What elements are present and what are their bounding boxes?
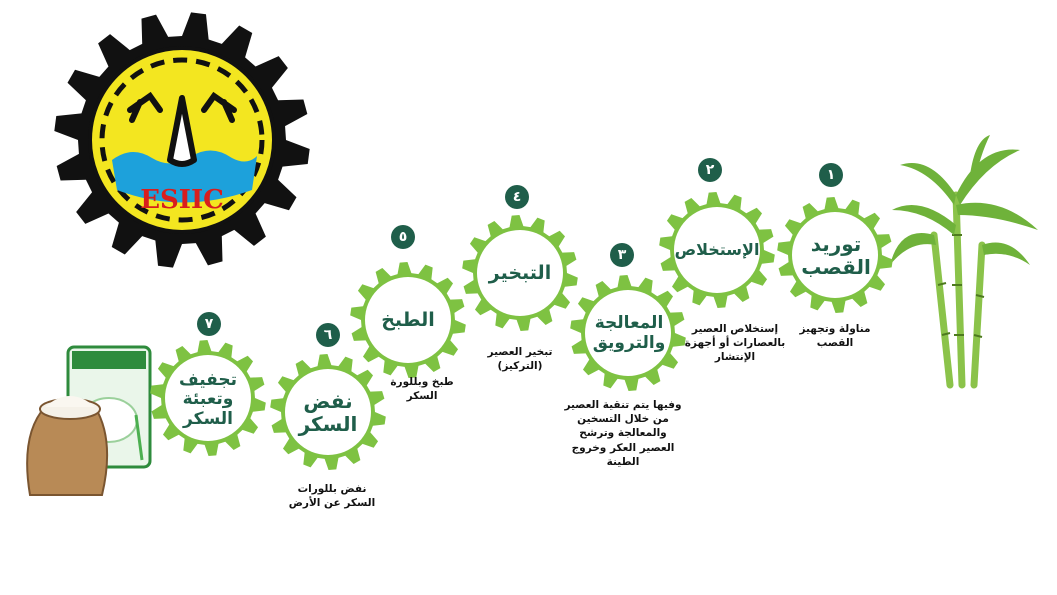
step-gear-3 [570,275,686,391]
step-gear-5 [350,262,466,378]
step-title-1: توريد القصب [801,232,871,279]
step-description-1: مناولة وتجهيز القصب [799,323,871,350]
step-title-3: المعالجة والترويق [592,313,666,353]
step-title-5: الطبخ [381,309,435,332]
step-title-4: التبخير [488,262,552,285]
step-number-3: ٣ [610,243,634,267]
step-gear-1 [777,197,893,313]
sugar-cane-image [890,135,1040,390]
esiic-logo: ESIIC [52,10,312,270]
step-description-6: نفض بللورات السكر عن الأرض [288,483,376,510]
step-gear-6 [270,354,386,470]
step-title-6: نفض السكر [298,389,358,436]
step-description-5: طبخ وبللورة السكر [390,376,454,403]
sugar-bag-image [20,345,155,500]
step-number-1: ١ [819,163,843,187]
step-number-7: ٧ [197,312,221,336]
logo-text: ESIIC [140,185,224,215]
step-description-4: تبخير العصير (التركيز) [487,346,553,373]
step-number-6: ٦ [316,323,340,347]
step-number-2: ٢ [698,158,722,182]
step-number-4: ٤ [505,185,529,209]
step-number-5: ٥ [391,225,415,249]
step-gear-7 [150,340,266,456]
logo-gear-icon: ESIIC [54,12,310,268]
step-title-7: تجفيف وتعبئة السكر [178,369,238,429]
step-description-3: وفيها يتم تنقية العصير من خلال التسخين و… [564,399,682,468]
step-gear-2 [659,192,775,308]
step-title-2: الإستخلاص [674,239,760,259]
step-description-2: إستخلاص العصير بالعصارات أو أجهزة الإنتش… [684,323,786,364]
step-gear-4 [462,215,578,331]
